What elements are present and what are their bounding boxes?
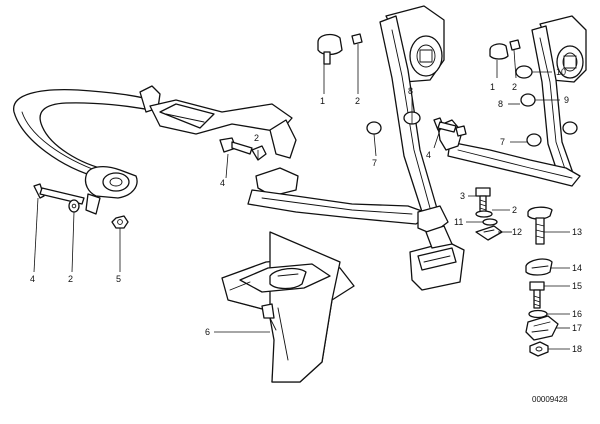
callout-18: 18	[572, 344, 582, 354]
callout-12: 12	[512, 227, 522, 237]
callout-17: 17	[572, 323, 582, 333]
hardware-parts	[475, 187, 559, 357]
callout-9: 9	[564, 95, 569, 105]
washer-2-rear-left	[351, 33, 363, 45]
callout-1: 1	[490, 82, 495, 92]
callout-6: 6	[205, 327, 210, 337]
washer-2-rear-right	[509, 39, 521, 51]
console-side-panel	[269, 231, 341, 383]
console-buckle-opening	[269, 267, 307, 290]
callout-11: 11	[454, 217, 463, 227]
pin-13	[527, 206, 553, 220]
centre-console-cover	[221, 231, 355, 383]
callout-16: 16	[572, 309, 582, 319]
bracket-17	[525, 315, 559, 341]
front-anchor-bracket	[269, 119, 297, 159]
callout-7: 7	[500, 137, 505, 147]
nut-18	[529, 341, 549, 357]
bracket-anchor-centre	[255, 167, 299, 197]
callout-2: 2	[355, 96, 360, 106]
callout-8: 8	[408, 86, 413, 96]
rear-right-belt-assembly	[433, 15, 587, 187]
bolt-1-rear-right	[489, 43, 509, 60]
clip-12	[475, 225, 503, 241]
callout-5: 5	[116, 274, 121, 284]
callout-2: 2	[512, 205, 517, 215]
callout-14: 14	[572, 263, 582, 273]
washer-2-centre	[251, 145, 267, 161]
washer-11	[482, 218, 498, 226]
cap-8-rear-right	[562, 121, 578, 135]
leader-lines	[33, 44, 570, 350]
callout-3: 3	[460, 191, 465, 201]
nut-5-left	[111, 215, 129, 229]
washer-2-hardware	[475, 210, 493, 218]
callout-4: 4	[30, 274, 35, 284]
washer-2-left	[68, 199, 80, 213]
bolt-1-rear-left	[317, 33, 343, 56]
callout-2: 2	[68, 274, 73, 284]
drawing-number: 00009428	[532, 395, 568, 404]
cap-9	[520, 93, 536, 107]
callout-8: 8	[498, 99, 503, 109]
bolt-15	[529, 281, 545, 291]
callout-4: 4	[220, 178, 225, 188]
centre-anchor-parts	[219, 137, 299, 197]
callout-13: 13	[572, 227, 582, 237]
cap-7-rear-left	[366, 121, 382, 135]
cap-7-rear-right	[526, 133, 542, 147]
callout-labels: 1 2 8 7 4 1 2 10 9 8 7 2 4 4 2 5 3 2 11 …	[30, 67, 582, 354]
washer-2-rear-right-lower	[455, 125, 467, 137]
rear-left-buckle-strap	[425, 225, 453, 249]
callout-7: 7	[372, 158, 377, 168]
front-retractor-mount	[85, 193, 101, 215]
callout-4: 4	[426, 150, 431, 160]
callout-1: 1	[320, 96, 325, 106]
bolt-3	[475, 187, 491, 197]
callout-15: 15	[572, 281, 582, 291]
callout-10: 10	[556, 67, 566, 77]
cap-10	[515, 65, 533, 79]
rear-left-belt-assembly	[247, 5, 465, 291]
rear-left-lap-strap	[247, 189, 431, 225]
front-belt-tongue	[159, 103, 215, 129]
callout-2: 2	[512, 82, 517, 92]
callout-2: 2	[254, 133, 259, 143]
front-belt-assembly	[13, 85, 297, 229]
